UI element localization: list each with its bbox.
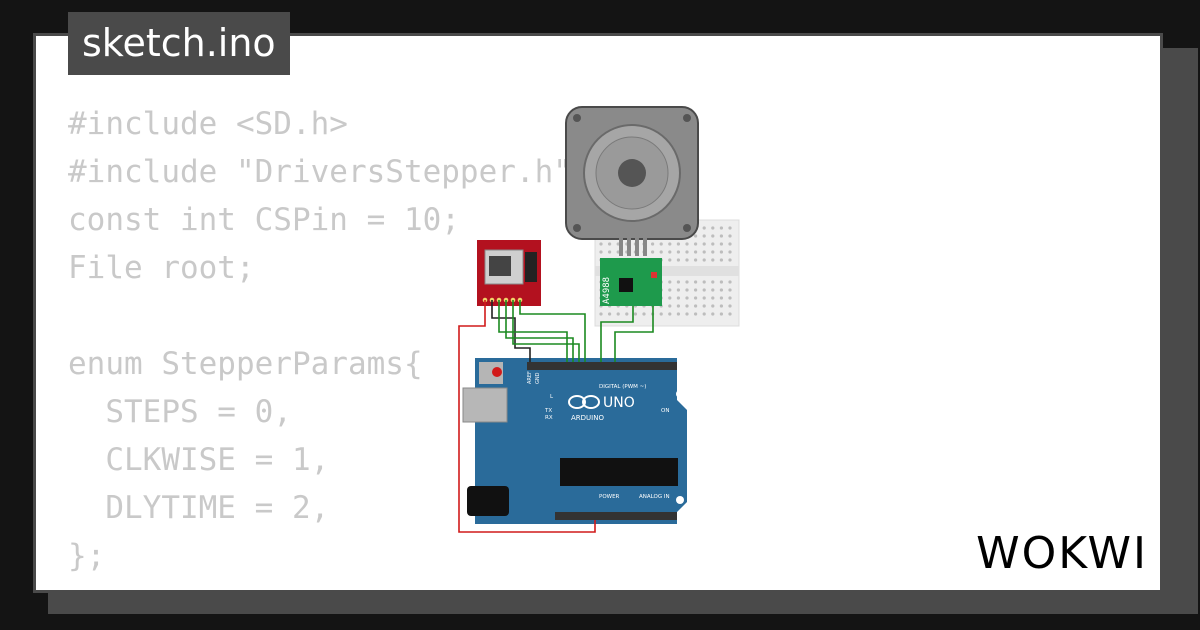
- power-label: POWER: [599, 494, 620, 500]
- on-led-label: ON: [661, 408, 669, 414]
- analog-label: ANALOG IN: [639, 494, 670, 500]
- l-led-label: L: [550, 394, 554, 400]
- code-line: #include "DriversStepper.h": [68, 154, 572, 190]
- rx-led-label: RX: [545, 415, 553, 421]
- wokwi-logo: WOKWI: [976, 528, 1148, 579]
- digital-label: DIGITAL (PWM ~): [599, 384, 646, 390]
- circuit-diagram: A4988 ARDUINO UNO DIGITAL (PWM ~) POWER: [458, 106, 740, 533]
- arduino-model: UNO: [603, 395, 635, 411]
- code-line: };: [68, 538, 106, 574]
- code-line: CLKWISE = 1,: [68, 442, 330, 478]
- aref-label: AREF: [527, 371, 533, 384]
- code-line: File root;: [68, 250, 255, 286]
- code-line: #include <SD.h>: [68, 106, 348, 142]
- wires: [458, 300, 654, 533]
- code-preview: #include <SD.h> #include "DriversStepper.…: [68, 100, 572, 580]
- tx-led-label: TX: [544, 408, 552, 414]
- stepper-motor: [565, 106, 699, 256]
- arduino-brand: ARDUINO: [571, 414, 604, 422]
- code-line: STEPS = 0,: [68, 394, 292, 430]
- code-line: DLYTIME = 2,: [68, 490, 330, 526]
- code-line: const int CSPin = 10;: [68, 202, 460, 238]
- a4988-driver: A4988: [600, 258, 662, 306]
- gnd-label: GND: [535, 372, 541, 384]
- file-name-tab: sketch.ino: [68, 12, 290, 75]
- code-line: enum StepperParams{: [68, 346, 423, 382]
- driver-label: A4988: [602, 277, 612, 304]
- arduino-uno-board: ARDUINO UNO DIGITAL (PWM ~) POWER ANALOG…: [462, 358, 687, 524]
- sd-card-module: [477, 240, 541, 306]
